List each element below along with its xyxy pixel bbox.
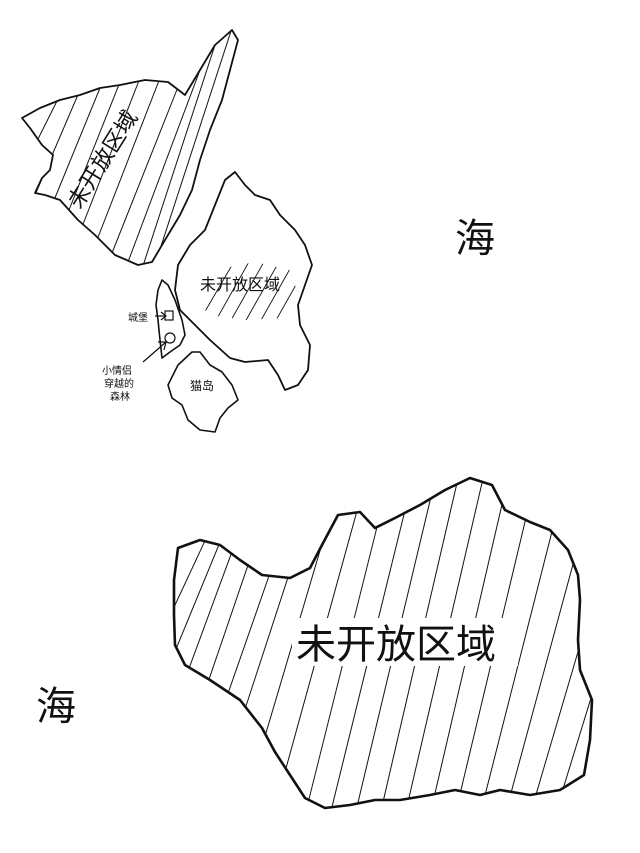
middle-island-label: 未开放区域 bbox=[200, 275, 280, 294]
castle-arrow-icon bbox=[155, 311, 167, 321]
forest-label-line2: 穿越的 bbox=[104, 377, 134, 390]
sea-label-east: 海 bbox=[455, 216, 495, 262]
middle-island: 未开放区域 bbox=[174, 171, 313, 391]
forest-label-line1: 小情侣 bbox=[102, 364, 132, 377]
forest-marker-icon bbox=[164, 332, 176, 344]
south-island: 未开放区域 bbox=[172, 476, 594, 810]
cat-island: 猫岛 bbox=[167, 351, 239, 433]
cat-island-label: 猫岛 bbox=[190, 378, 214, 393]
northwest-island: 未开放区域 bbox=[21, 29, 239, 266]
south-island-label: 未开放区域 bbox=[296, 622, 496, 668]
forest-label-line3: 森林 bbox=[110, 390, 130, 403]
forest-strip: 城堡 小情侣 穿越的 森林 bbox=[102, 279, 186, 403]
northwest-island-hatching bbox=[22, 30, 233, 265]
middle-island-hatching bbox=[199, 262, 300, 320]
sea-label-southwest: 海 bbox=[36, 684, 76, 730]
castle-label: 城堡 bbox=[128, 311, 148, 324]
forest-arrow-icon bbox=[142, 341, 167, 363]
